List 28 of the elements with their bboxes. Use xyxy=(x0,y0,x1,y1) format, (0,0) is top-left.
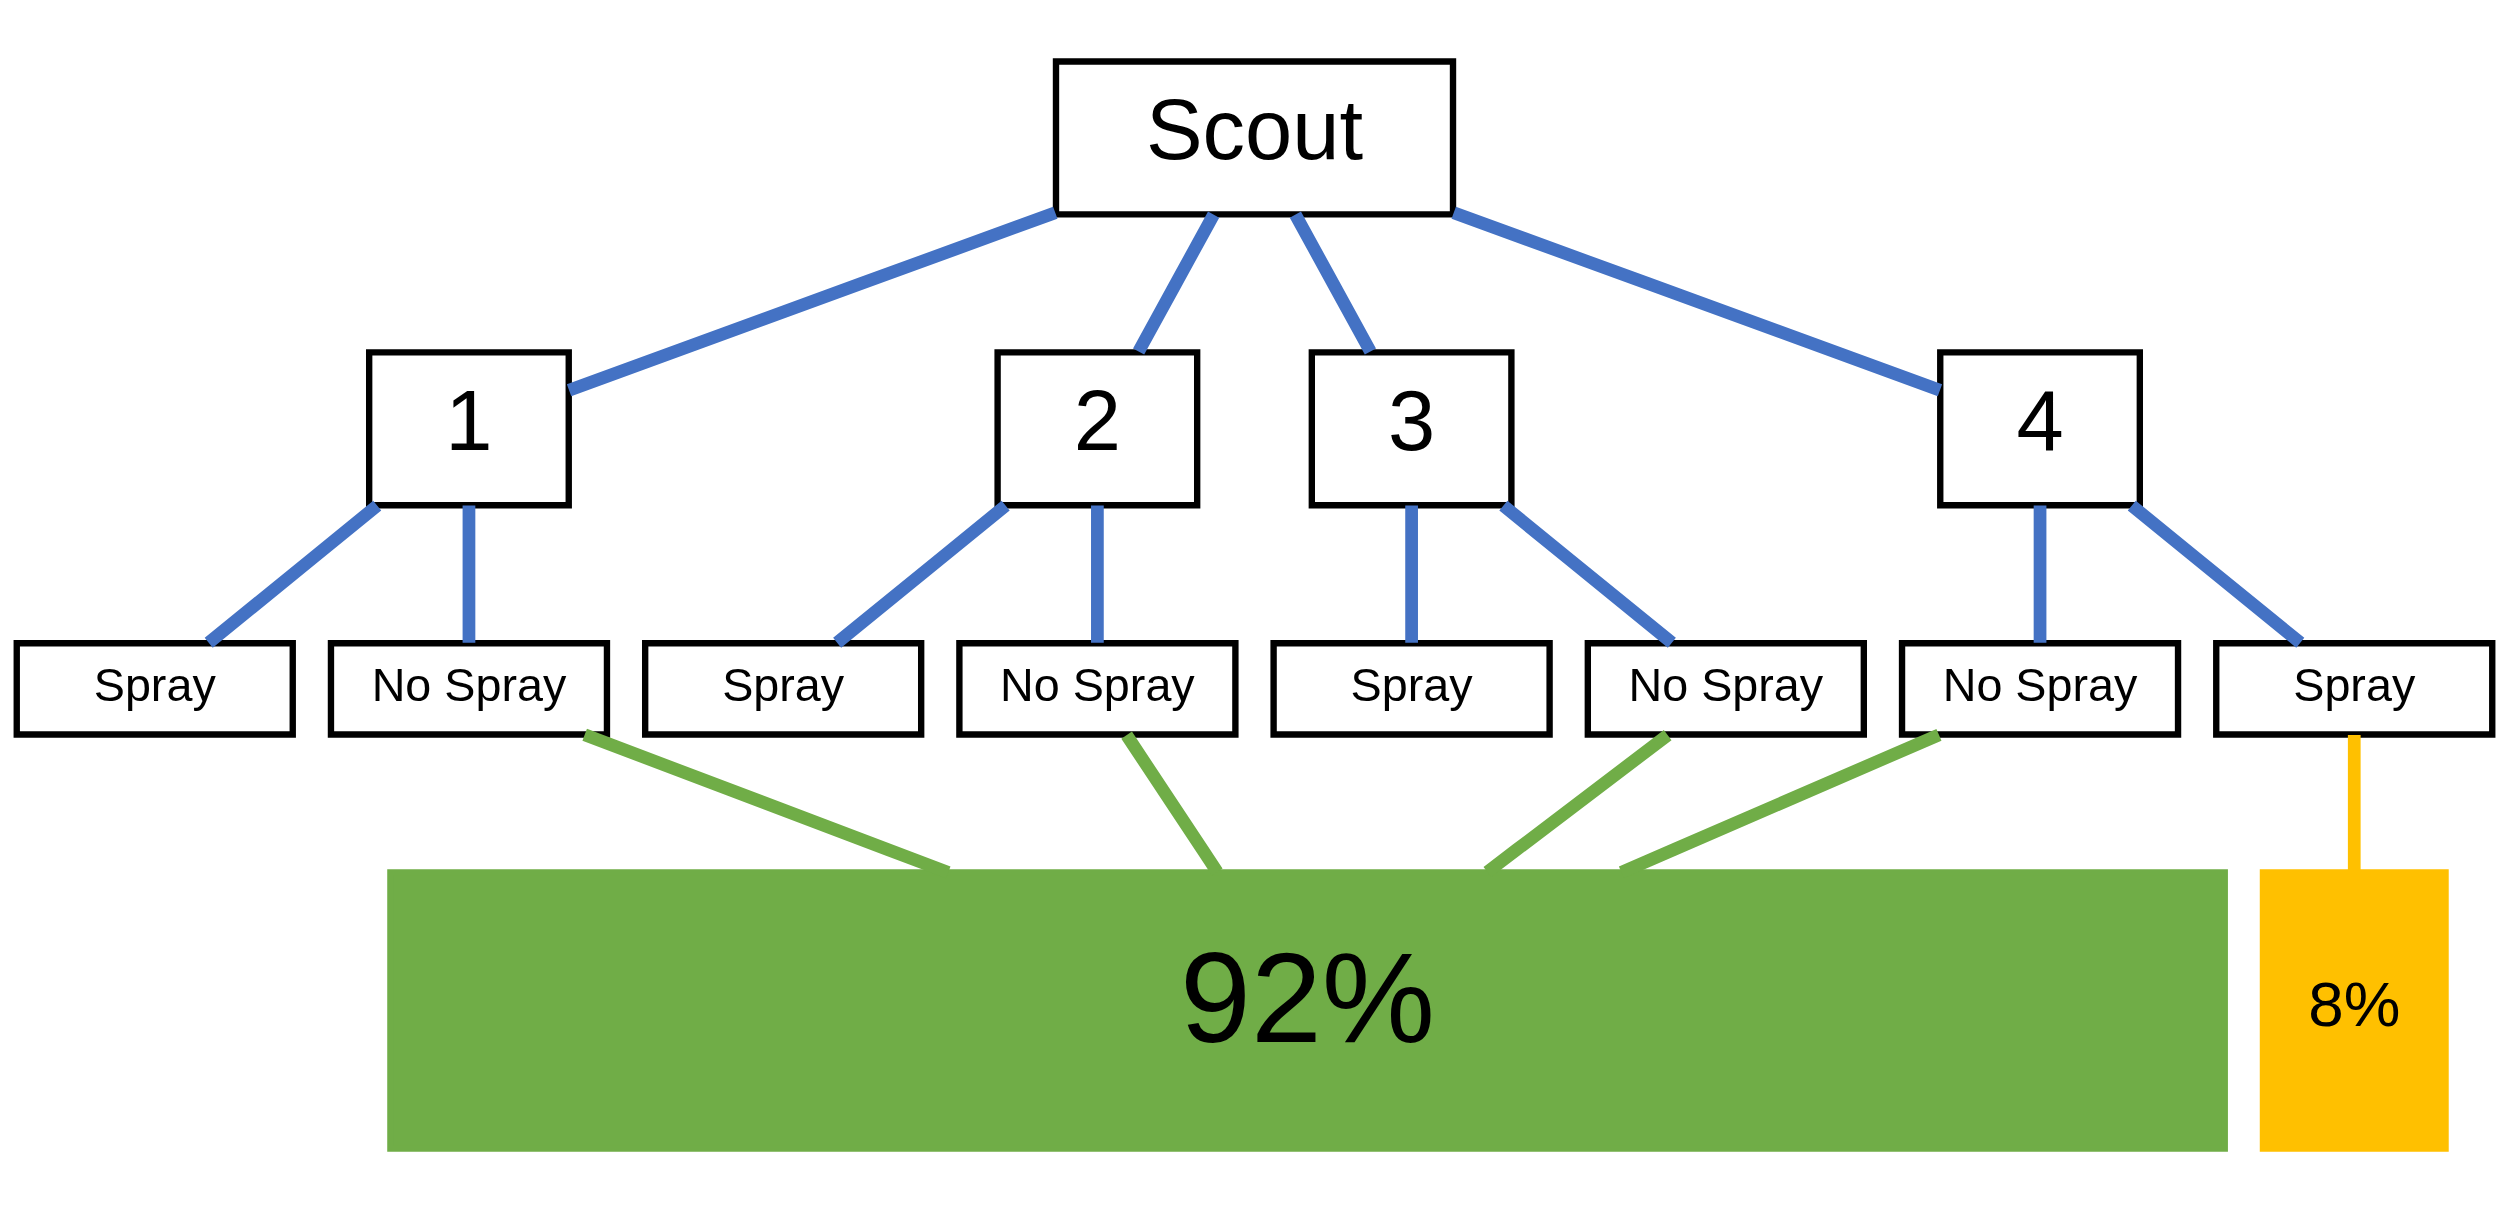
node-box: 1 xyxy=(366,349,572,509)
connector xyxy=(2347,735,2361,872)
connector xyxy=(566,206,1058,397)
node-box: No Spray xyxy=(1584,640,1867,738)
connector xyxy=(2127,500,2305,648)
connector xyxy=(2033,505,2047,643)
node-box: Spray xyxy=(1270,640,1553,738)
node-box: No Spray xyxy=(327,640,611,738)
node-box: Scout xyxy=(1052,58,1457,218)
connector xyxy=(204,500,382,648)
node-box: Spray xyxy=(2213,640,2496,738)
connector xyxy=(1091,505,1104,643)
node-box: 92% xyxy=(387,869,2228,1152)
node-box: No Spray xyxy=(1898,640,2182,738)
node-box: Spray xyxy=(642,640,925,738)
connector xyxy=(833,500,1010,648)
node-box: No Spray xyxy=(956,640,1239,738)
node-box: 4 xyxy=(1937,349,2143,509)
connector xyxy=(462,505,476,643)
connector xyxy=(1499,500,1676,648)
connector xyxy=(1405,505,1418,643)
connector xyxy=(1289,211,1376,355)
node-box: 3 xyxy=(1308,349,1515,509)
node-box: 2 xyxy=(994,349,1201,509)
node-box: 8% xyxy=(2259,869,2449,1152)
connector xyxy=(1133,211,1220,355)
connector xyxy=(1451,206,1943,397)
node-box: Spray xyxy=(13,640,296,738)
